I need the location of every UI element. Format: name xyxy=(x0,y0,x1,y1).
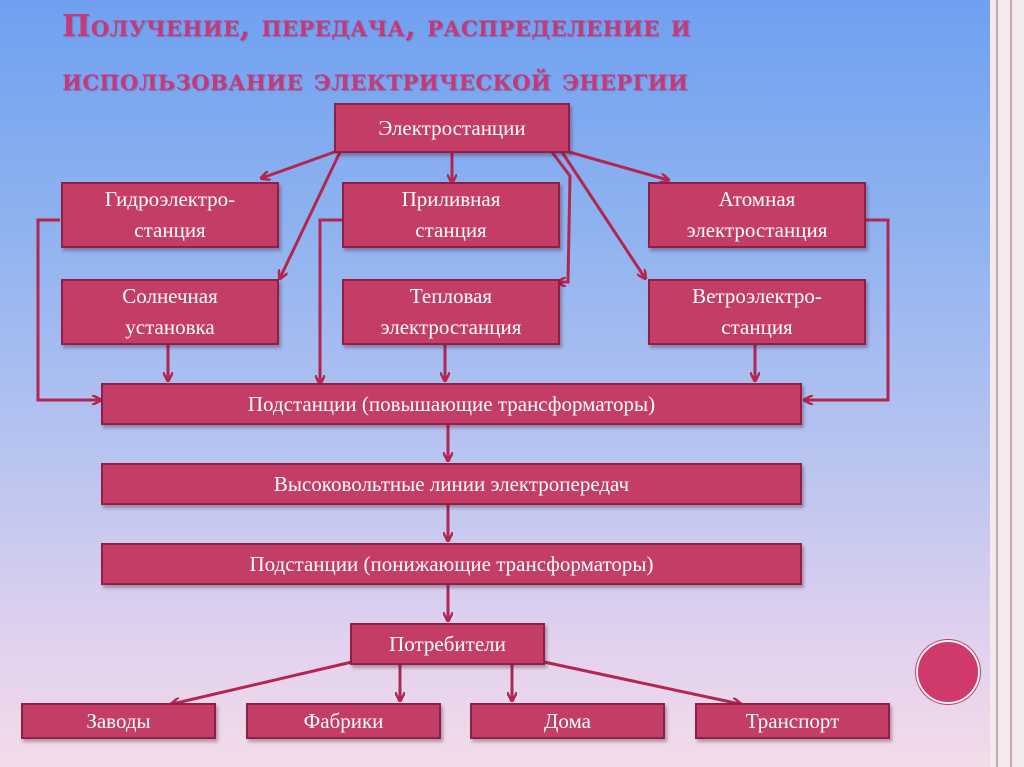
box-hydro-station: Гидроэлектро- станция xyxy=(61,182,279,248)
arrow-root-wind xyxy=(560,151,645,278)
box-factories: Фабрики xyxy=(246,703,441,739)
box-consumers: Потребители xyxy=(350,623,545,665)
arrow-root-hydro xyxy=(262,148,341,178)
arrow-root-nuclear xyxy=(561,148,668,180)
decorative-circle xyxy=(916,640,980,704)
box-plants: Заводы xyxy=(21,703,216,739)
arrow-root-thermal xyxy=(550,151,572,282)
arrow-consumers-plants xyxy=(172,660,353,704)
arrow-hydro-stepup xyxy=(36,218,100,400)
right-decorative-border xyxy=(990,0,1024,767)
box-high-voltage-lines: Высоковольтные линии электропередач xyxy=(101,463,802,505)
box-thermal-station: Тепловая электростанция xyxy=(342,279,560,345)
page-title: Получение, передача, распределение и исп… xyxy=(62,9,692,98)
box-step-down-substations: Подстанции (понижающие трансформаторы) xyxy=(101,543,802,585)
box-solar-installation: Солнечная установка xyxy=(61,279,279,345)
box-tidal-station: Приливная станция xyxy=(342,182,560,248)
box-nuclear-station: Атомная электростанция xyxy=(648,182,866,248)
box-wind-station: Ветроэлектро- станция xyxy=(648,279,866,345)
box-transport: Транспорт xyxy=(695,703,890,739)
box-homes: Дома xyxy=(470,703,665,739)
arrow-consumers-transport xyxy=(543,660,740,704)
arrow-tidal-stepup xyxy=(320,218,342,383)
arrow-root-solar xyxy=(280,151,342,278)
arrow-nuclear-stepup xyxy=(805,218,890,400)
box-power-stations: Электростанции xyxy=(334,103,570,153)
box-step-up-substations: Подстанции (повышающие трансформаторы) xyxy=(101,383,802,425)
